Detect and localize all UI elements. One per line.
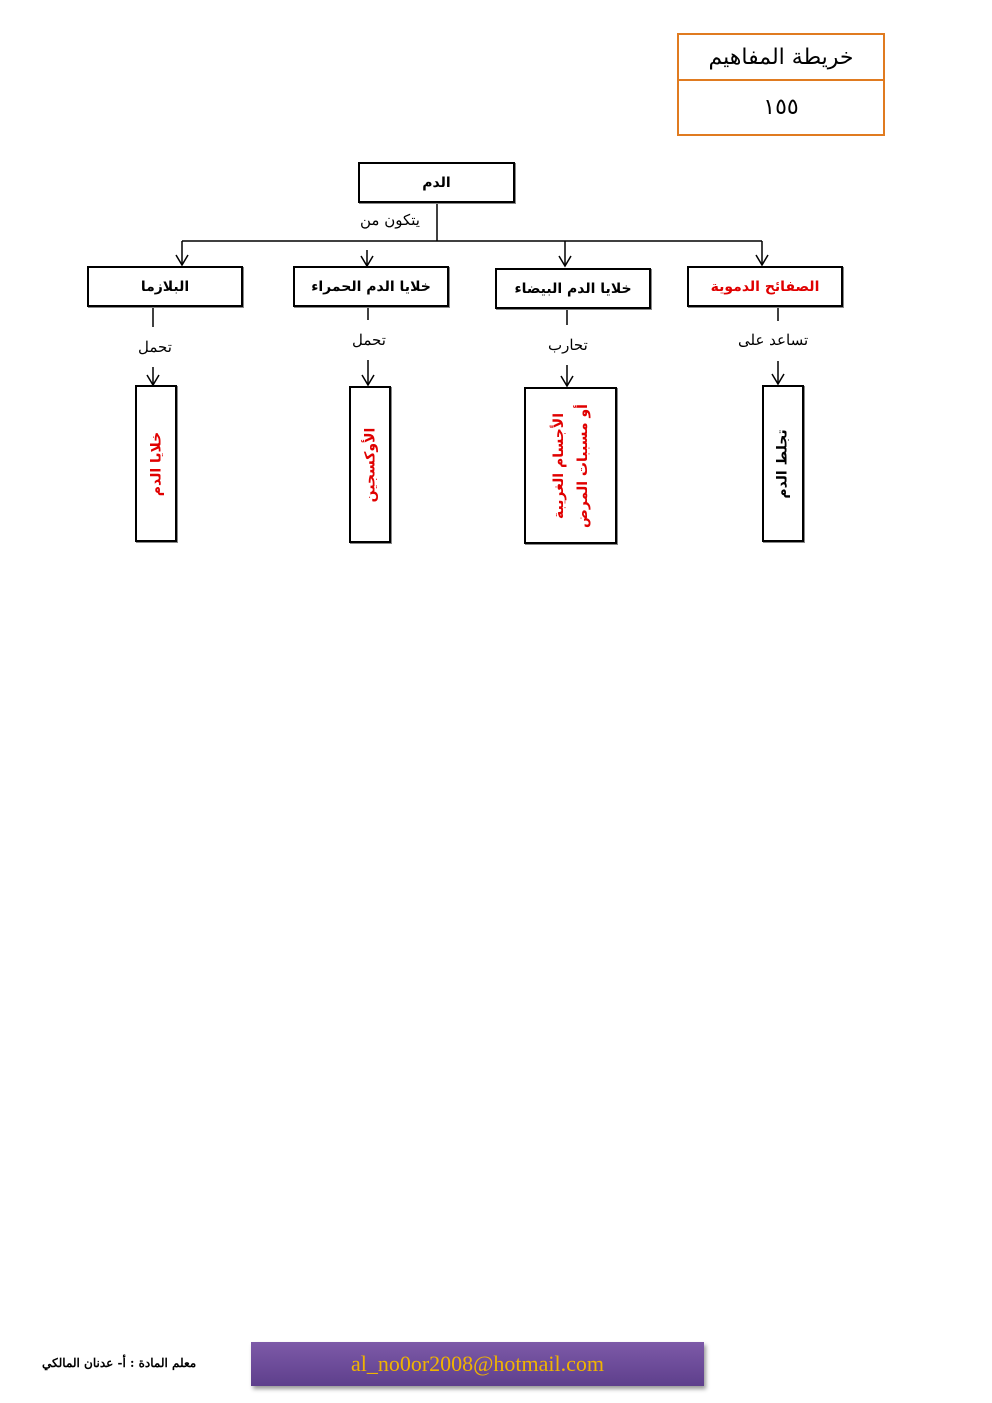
email-banner: al_no0or2008@hotmail.com — [251, 1342, 704, 1386]
link-label-white-cells: تحارب — [548, 336, 588, 354]
connector-lines — [146, 201, 785, 388]
teacher-credit: معلم المادة : أ- عدنان المالكي — [42, 1356, 197, 1370]
link-label-plasma: تحمل — [138, 338, 172, 356]
node-red-cells: خلايا الدم الحمراء — [293, 266, 449, 307]
root-label: الدم — [422, 174, 451, 191]
link-label-platelets: تساعد على — [738, 331, 809, 349]
result-label: خلايا الدم — [148, 431, 165, 496]
title-box: خريطة المفاهيم ١٥٥ — [677, 33, 885, 136]
result-label: تجلط الدم — [775, 428, 791, 499]
result-label-line1: الأجسام الغريبة — [550, 412, 567, 519]
node-label: الصفائح الدموية — [710, 278, 820, 295]
root-link-label: يتكون من — [360, 211, 420, 229]
root-node: الدم — [358, 162, 515, 203]
result-label: الأوكسجين — [362, 427, 378, 502]
result-blood-cells: خلايا الدم — [135, 385, 177, 542]
node-plasma: البلازما — [87, 266, 243, 307]
node-label: خلايا الدم الحمراء — [311, 278, 431, 295]
node-label: خلايا الدم البيضاء — [514, 280, 632, 297]
node-platelets: الصفائح الدموية — [687, 266, 843, 307]
page-title: خريطة المفاهيم — [679, 35, 883, 81]
result-clotting: تجلط الدم — [762, 385, 804, 542]
node-white-cells: خلايا الدم البيضاء — [495, 268, 651, 309]
result-label-line2: أو مسببات المرض — [574, 403, 591, 528]
link-label-red-cells: تحمل — [352, 331, 386, 349]
result-oxygen: الأوكسجين — [349, 386, 391, 543]
node-label: البلازما — [140, 278, 190, 295]
page-number: ١٥٥ — [763, 95, 799, 120]
result-foreign-bodies: الأجسام الغريبة أو مسببات المرض — [524, 387, 617, 544]
